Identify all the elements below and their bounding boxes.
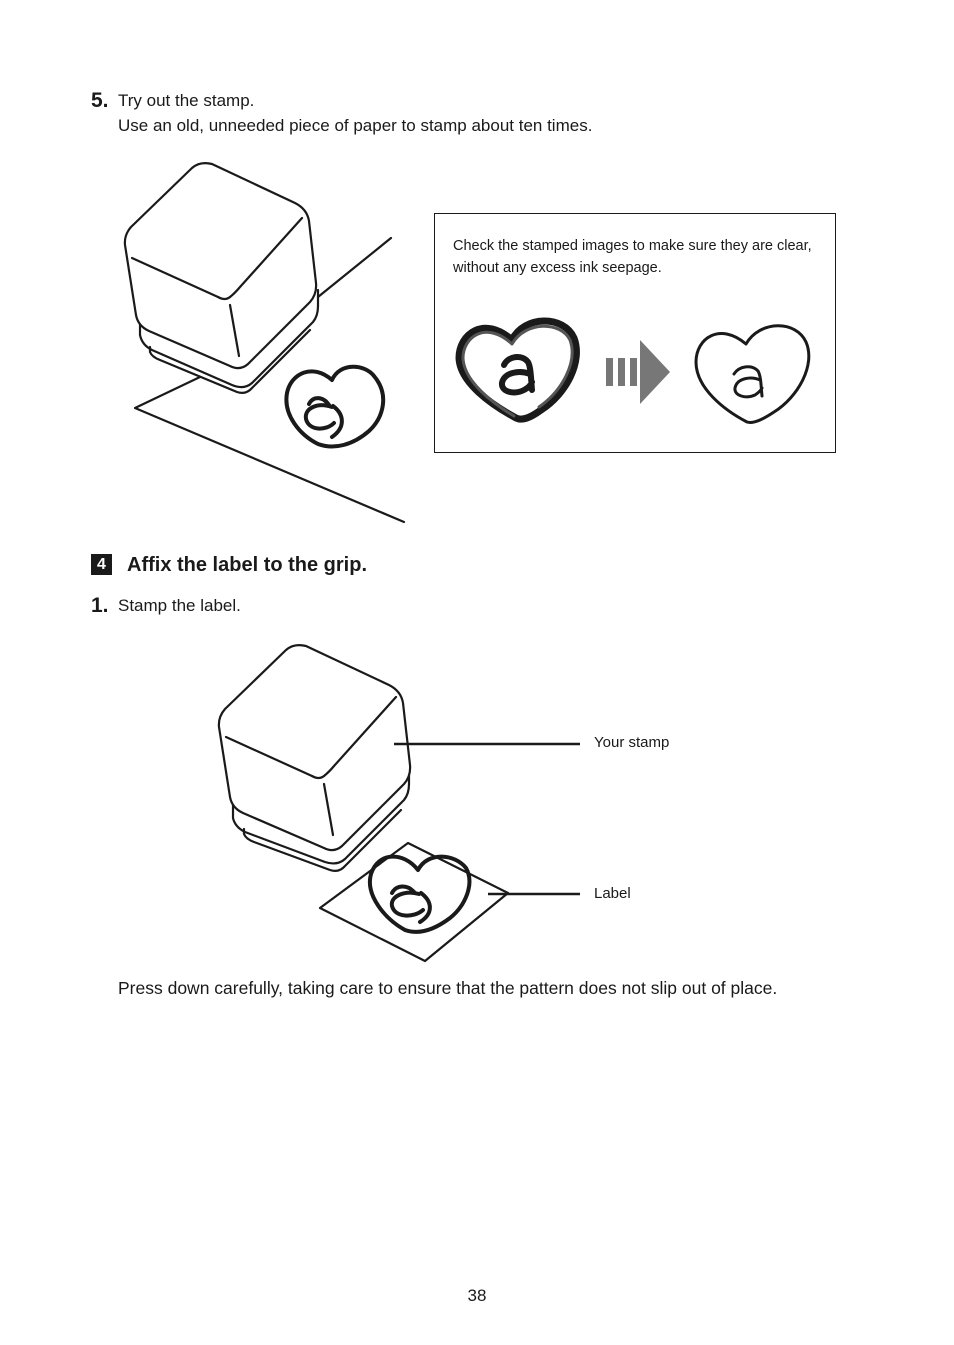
page-number: 38 [467, 1286, 487, 1305]
step-5-description: Use an old, unneeded piece of paper to s… [118, 116, 593, 135]
callout-text: Check the stamped images to make sure th… [453, 238, 812, 276]
stamp-label-illustration [217, 644, 580, 963]
step-5-number: 5. [91, 89, 109, 112]
stamp-on-paper-illustration [123, 162, 406, 524]
label-callout-label: Label [594, 885, 631, 902]
blurry-stamp-icon [455, 317, 580, 423]
arrow-right-icon [606, 340, 670, 404]
stamp-quality-comparison [455, 317, 811, 424]
step-5-title: Try out the stamp. [118, 91, 255, 110]
check-callout-box [434, 213, 836, 453]
step-1-number: 1. [91, 594, 109, 617]
step-1-text: Stamp the label. [118, 596, 241, 615]
press-down-instruction: Press down carefully, taking care to ens… [118, 978, 778, 998]
your-stamp-callout-label: Your stamp [594, 734, 670, 751]
section-number-badge: 4 [91, 554, 112, 575]
section-title: Affix the label to the grip. [127, 554, 368, 576]
clear-stamp-icon [694, 324, 811, 424]
